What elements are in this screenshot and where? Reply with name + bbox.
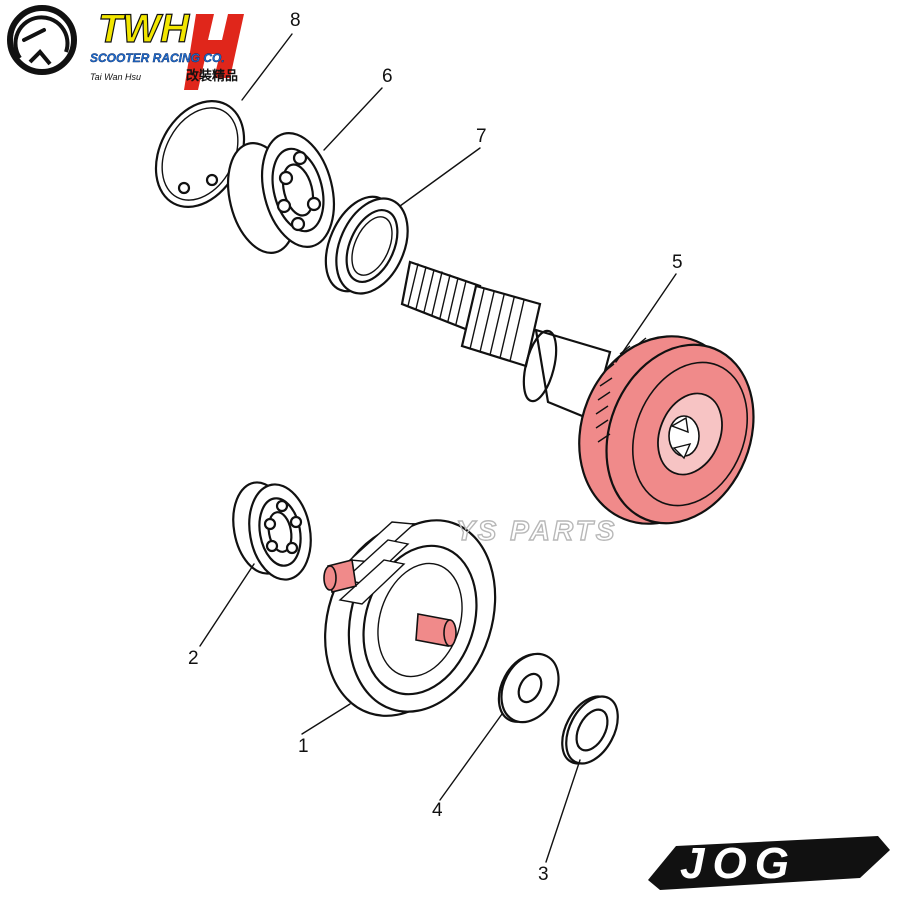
callout-4: 4 <box>432 800 443 821</box>
part-3-washer <box>561 695 619 765</box>
callout-8: 8 <box>290 10 301 31</box>
logo-tagline: SCOOTER RACING CO. <box>90 51 225 65</box>
part-2-bearing <box>232 481 312 581</box>
callout-numbers: 8 6 7 5 2 1 4 3 <box>188 10 683 885</box>
part-5-gear-highlight <box>578 335 755 525</box>
callout-2: 2 <box>188 648 199 669</box>
callout-7: 7 <box>476 126 487 147</box>
logo-chinese-text: 改裝精品 <box>186 68 238 83</box>
part-7-oil-seal <box>324 195 409 295</box>
logo-h-accent <box>184 14 244 90</box>
part-1-shaft-highlight <box>323 559 457 647</box>
callout-5: 5 <box>672 252 683 273</box>
leader-lines <box>199 33 677 863</box>
callout-6: 6 <box>382 66 393 87</box>
callout-1: 1 <box>298 736 309 757</box>
logo-script-text: Tai Wan Hsu <box>90 72 141 82</box>
part-6-bearing <box>227 132 335 254</box>
part-1-gear <box>323 519 497 717</box>
callout-3: 3 <box>538 864 549 885</box>
part-4-washer <box>497 652 560 724</box>
model-logo-text: JOG <box>680 839 797 888</box>
twh-logo: TWH SCOOTER RACING CO. Tai Wan Hsu 改裝精品 <box>7 5 244 90</box>
logo-brand: TWH <box>98 7 190 51</box>
jog-model-logo: JOG <box>648 836 890 890</box>
speedometer-icon <box>7 5 77 75</box>
part-5-drive-shaft <box>400 260 755 525</box>
watermark: YS PARTS <box>456 515 617 546</box>
